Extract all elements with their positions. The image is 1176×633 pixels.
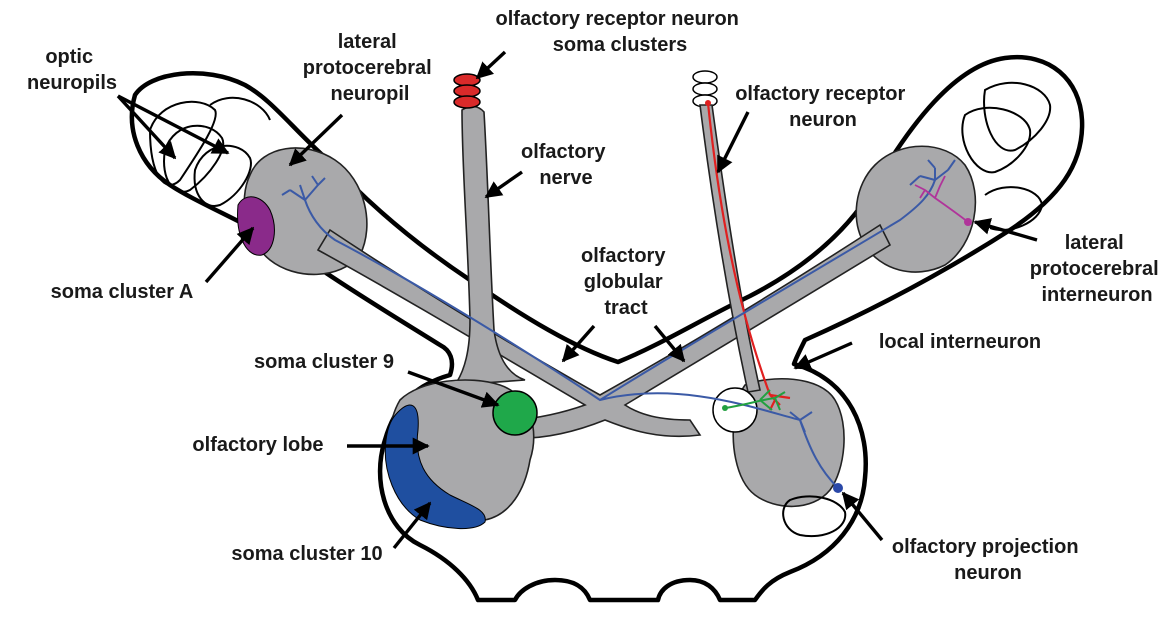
soma-cluster-9 (493, 391, 537, 435)
orn-soma-cluster-1 (454, 74, 480, 86)
orn-soma (705, 100, 711, 106)
label-olfactory-nerve: olfactory nerve (521, 141, 611, 189)
orn-soma-cluster-2 (454, 85, 480, 97)
label-soma-cluster-a: soma cluster A (51, 281, 194, 303)
label-olfactory-projection-neuron: olfactory projection neuron (892, 536, 1084, 584)
label-olfactory-receptor-neuron: olfactory receptor neuron (735, 83, 911, 131)
orn-soma-right-2 (693, 83, 717, 95)
label-local-interneuron: local interneuron (879, 331, 1041, 353)
local-interneuron-soma (713, 388, 757, 432)
label-soma-cluster-10: soma cluster 10 (231, 543, 382, 565)
brain-outline (132, 57, 1082, 600)
label-lateral-protocerebral-interneuron: lateral protocerebral interneuron (1030, 232, 1165, 306)
label-olfactory-globular-tract: olfactory globular tract (581, 245, 671, 319)
lpi-soma (964, 218, 972, 226)
projection-neuron-soma (833, 483, 843, 493)
orn-soma-cluster-3 (454, 96, 480, 108)
label-soma-cluster-9: soma cluster 9 (254, 351, 394, 373)
label-olfactory-lobe: olfactory lobe (192, 434, 323, 456)
label-optic-neuropils: optic neuropils (27, 46, 117, 94)
local-interneuron-dot (722, 405, 728, 411)
orn-soma-right-1 (693, 71, 717, 83)
label-orn-soma-clusters: olfactory receptor neuron soma clusters (496, 8, 745, 56)
label-lateral-protocerebral-neuropil: lateral protocerebral neuropil (303, 31, 438, 105)
